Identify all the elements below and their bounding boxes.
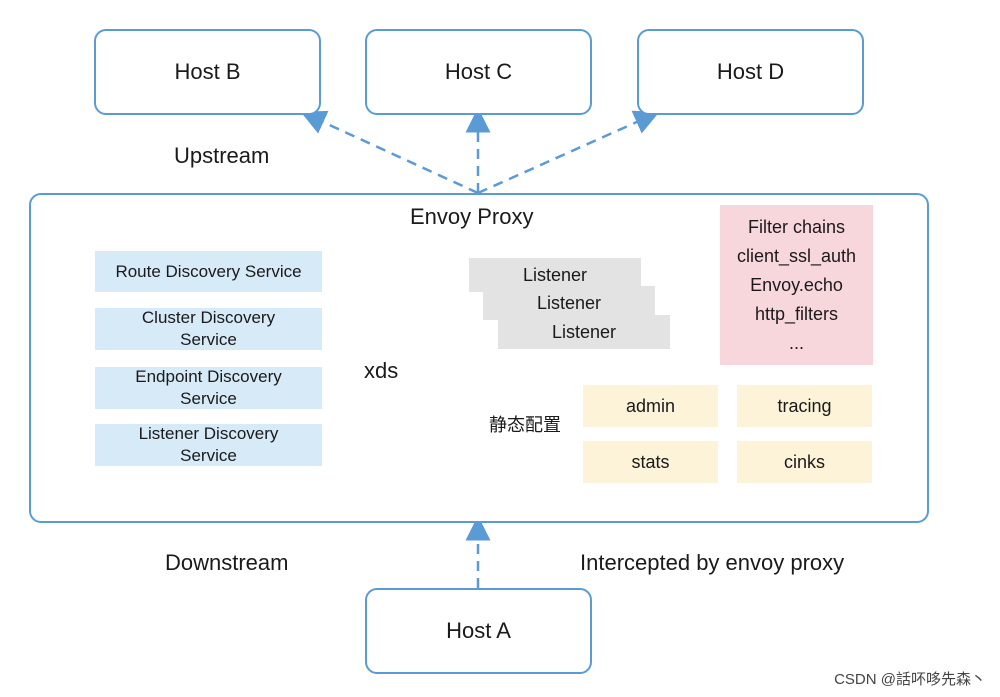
watermark-text: CSDN @話吥哆先森丶 (834, 671, 986, 688)
service-label-line2: Service (180, 330, 237, 349)
route-discovery-service: Route Discovery Service (95, 251, 322, 292)
host-a-box: Host A (365, 588, 592, 674)
listener-card: Listener (483, 286, 655, 320)
upstream-label: Upstream (174, 143, 270, 168)
service-label-line2: Service (180, 389, 237, 408)
arrow-to-host-b (300, 110, 479, 195)
arrow-to-host-d (477, 110, 660, 195)
endpoint-discovery-service: Endpoint Discovery Service (95, 367, 322, 409)
static-item-tracing: tracing (737, 385, 872, 427)
host-c-label: Host C (444, 59, 513, 84)
static-item-label: admin (625, 395, 676, 416)
service-label-line1: Route Discovery Service (115, 261, 302, 281)
static-item-cinks: cinks (737, 441, 872, 483)
service-label-line2: Service (180, 446, 237, 465)
service-label-line1: Endpoint Discovery (135, 367, 282, 386)
filter-chain-item: client_ssl_auth (736, 245, 857, 266)
service-label-line1: Cluster Discovery (141, 308, 276, 327)
service-label-line1: Listener Discovery (138, 424, 279, 443)
envoy-proxy-title: Envoy Proxy (410, 204, 534, 229)
listener-card: Listener (498, 315, 670, 349)
static-config-label: 静态配置 (489, 415, 561, 435)
intercepted-label: Intercepted by envoy proxy (580, 550, 845, 575)
xds-label: xds (364, 358, 399, 383)
filter-chain-item: http_filters (754, 303, 839, 324)
host-a-label: Host A (446, 618, 511, 643)
static-item-stats: stats (583, 441, 718, 483)
listener-discovery-service: Listener Discovery Service (95, 424, 322, 466)
listener-label: Listener (536, 292, 602, 313)
static-item-label: cinks (783, 451, 825, 472)
listener-label: Listener (522, 264, 588, 285)
filter-chain-item: Filter chains (747, 216, 846, 237)
downstream-label: Downstream (165, 550, 289, 575)
cluster-discovery-service: Cluster Discovery Service (95, 308, 322, 350)
static-item-label: tracing (777, 395, 832, 416)
host-d-label: Host D (716, 59, 785, 84)
host-c-box: Host C (365, 29, 592, 115)
host-b-box: Host B (94, 29, 321, 115)
filter-chain-item: ... (788, 332, 804, 353)
static-item-admin: admin (583, 385, 718, 427)
static-item-label: stats (631, 451, 670, 472)
host-d-box: Host D (637, 29, 864, 115)
filter-chains-box: Filter chains client_ssl_auth Envoy.echo… (720, 205, 873, 365)
host-b-label: Host B (174, 59, 241, 84)
listener-label: Listener (551, 321, 617, 342)
filter-chain-item: Envoy.echo (750, 274, 843, 295)
